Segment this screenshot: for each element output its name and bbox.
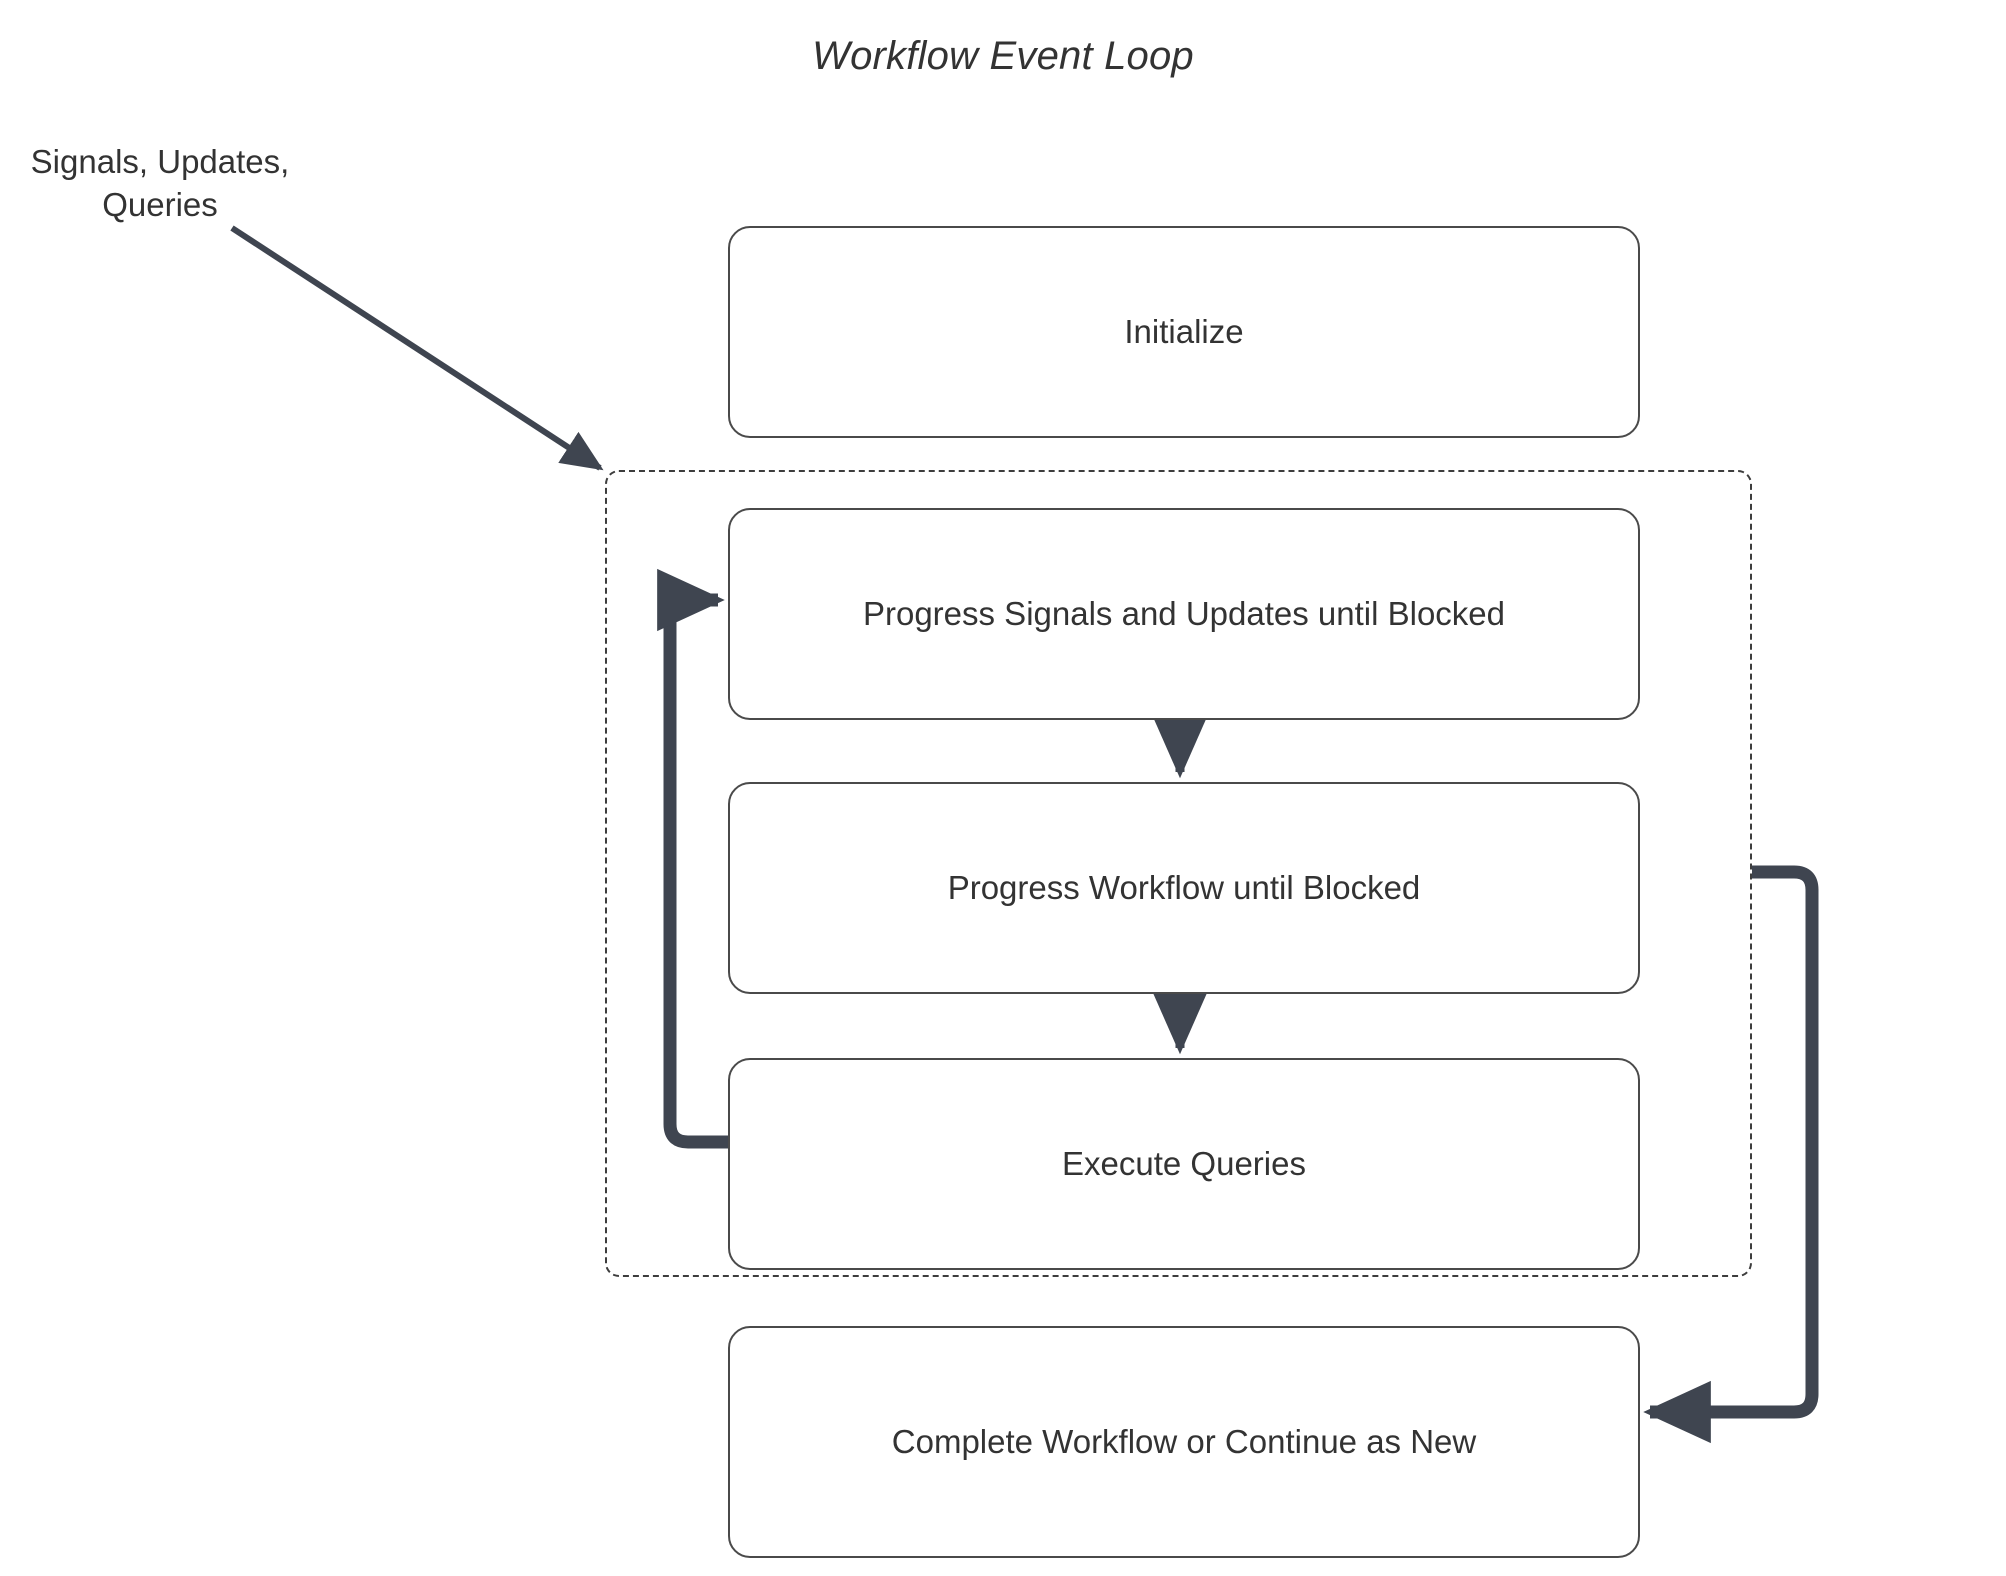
edge-inputs-to-loop xyxy=(230,225,604,471)
external-inputs-label-line1: Signals, Updates, xyxy=(30,143,290,180)
node-progress-workflow[interactable]: Progress Workflow until Blocked xyxy=(728,782,1640,994)
node-progress-workflow-label: Progress Workflow until Blocked xyxy=(947,869,1421,906)
node-progress-signals-updates-label: Progress Signals and Updates until Block… xyxy=(862,595,1506,632)
node-initialize-label: Initialize xyxy=(1124,313,1244,350)
event-loop-dashed-group xyxy=(605,470,1752,1277)
node-complete-workflow[interactable]: Complete Workflow or Continue as New xyxy=(728,1326,1640,1558)
node-progress-signals-updates[interactable]: Progress Signals and Updates until Block… xyxy=(728,508,1640,720)
page-title: Workflow Event Loop xyxy=(812,34,1194,78)
external-inputs-label: Signals, Updates, Queries xyxy=(20,140,300,226)
node-execute-queries-label: Execute Queries xyxy=(1062,1145,1306,1182)
node-execute-queries[interactable]: Execute Queries xyxy=(728,1058,1640,1270)
node-initialize[interactable]: Initialize xyxy=(728,226,1640,438)
node-complete-workflow-label: Complete Workflow or Continue as New xyxy=(891,1423,1477,1460)
external-inputs-label-line2: Queries xyxy=(102,186,218,223)
